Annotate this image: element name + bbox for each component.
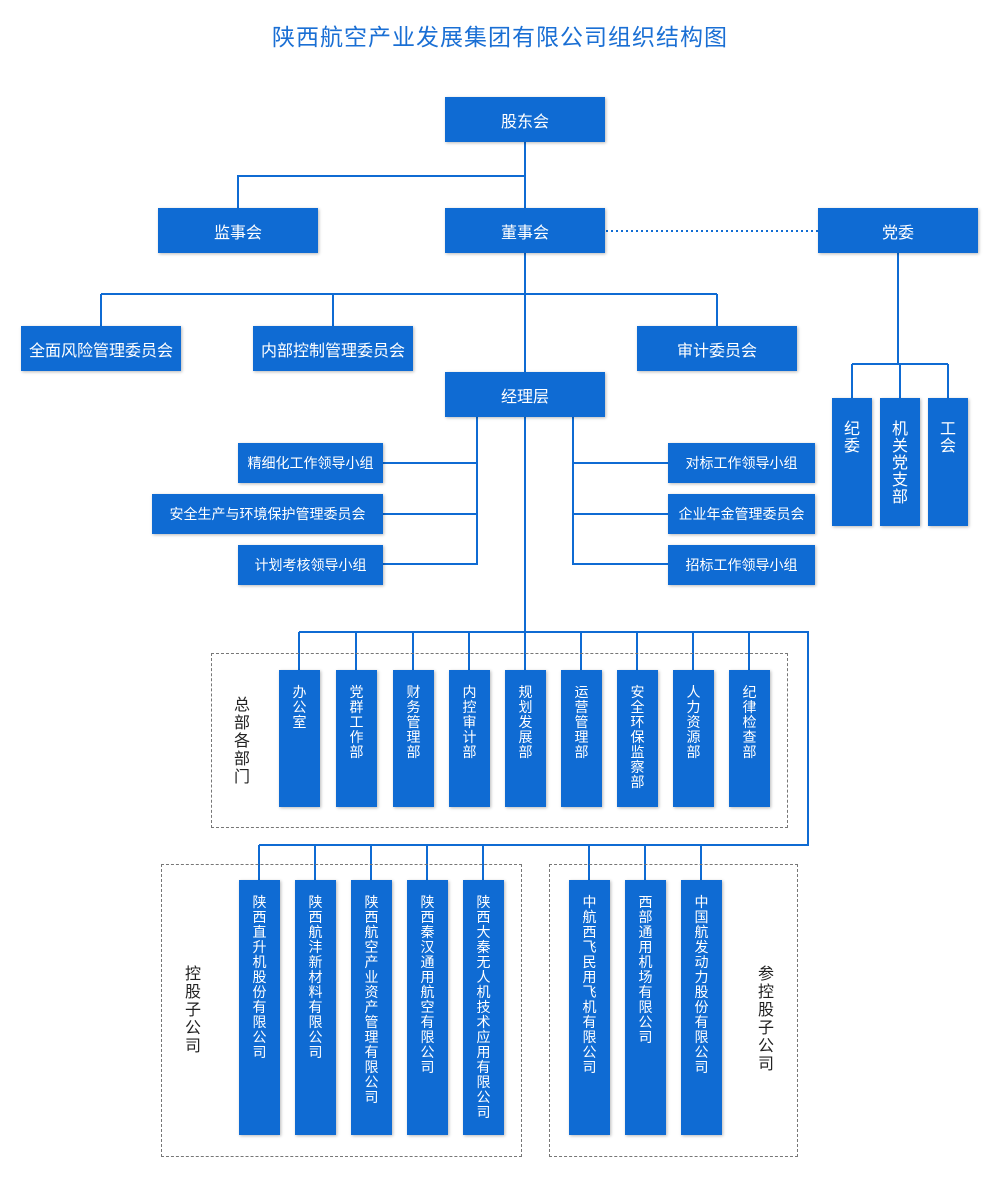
benchmark-group-box: 对标工作领导小组 <box>668 443 815 483</box>
holding-label: 控股子公司 <box>185 964 202 1055</box>
participating-frame <box>549 864 798 1157</box>
party-committee-box: 党委 <box>818 208 978 253</box>
participating-company-box: 中国航发动力股份有限公司 <box>681 880 722 1135</box>
safety-environment-committee-box: 安全生产与环境保护管理委员会 <box>152 494 383 534</box>
department-box: 运营管理部 <box>561 670 602 807</box>
annuity-committee-box: 企业年金管理委员会 <box>668 494 815 534</box>
discipline-committee-box: 纪委 <box>832 398 872 526</box>
line-to-supervisors <box>237 175 525 208</box>
department-box: 财务管理部 <box>393 670 434 807</box>
department-box: 安全环保监察部 <box>617 670 658 807</box>
planning-assessment-group-box: 计划考核领导小组 <box>238 545 383 585</box>
audit-committee-box: 审计委员会 <box>637 326 797 371</box>
supervisors-box: 监事会 <box>158 208 318 253</box>
department-box: 纪律检查部 <box>729 670 770 807</box>
holding-company-box: 陕西航沣新材料有限公司 <box>295 880 336 1135</box>
management-box: 经理层 <box>445 372 605 417</box>
refinement-group-box: 精细化工作领导小组 <box>238 443 383 483</box>
holding-company-box: 陕西大秦无人机技术应用有限公司 <box>463 880 504 1135</box>
risk-committee-box: 全面风险管理委员会 <box>21 326 181 371</box>
headquarters-label: 总部各部门 <box>234 695 251 786</box>
holding-company-box: 陕西直升机股份有限公司 <box>239 880 280 1135</box>
headquarters-frame <box>211 653 788 828</box>
participating-company-box: 西部通用机场有限公司 <box>625 880 666 1135</box>
chart-title: 陕西航空产业发展集团有限公司组织结构图 <box>272 25 728 51</box>
bidding-group-box: 招标工作领导小组 <box>668 545 815 585</box>
department-box: 党群工作部 <box>336 670 377 807</box>
line-dept-bus <box>259 631 809 846</box>
holding-company-box: 陕西航空产业资产管理有限公司 <box>351 880 392 1135</box>
line-mgmt-left <box>383 417 478 565</box>
holding-frame <box>161 864 522 1157</box>
board-box: 董事会 <box>445 208 605 253</box>
department-box: 人力资源部 <box>673 670 714 807</box>
internal-control-committee-box: 内部控制管理委员会 <box>253 326 413 371</box>
department-box: 规划发展部 <box>505 670 546 807</box>
party-branch-box: 机关党支部 <box>880 398 920 526</box>
line-mgmt-right <box>572 417 668 565</box>
shareholders-box: 股东会 <box>445 97 605 142</box>
holding-company-box: 陕西秦汉通用航空有限公司 <box>407 880 448 1135</box>
participating-company-box: 中航西飞民用飞机有限公司 <box>569 880 610 1135</box>
department-box: 内控审计部 <box>449 670 490 807</box>
union-box: 工会 <box>928 398 968 526</box>
participating-label: 参控股子公司 <box>758 964 775 1073</box>
department-box: 办公室 <box>279 670 320 807</box>
